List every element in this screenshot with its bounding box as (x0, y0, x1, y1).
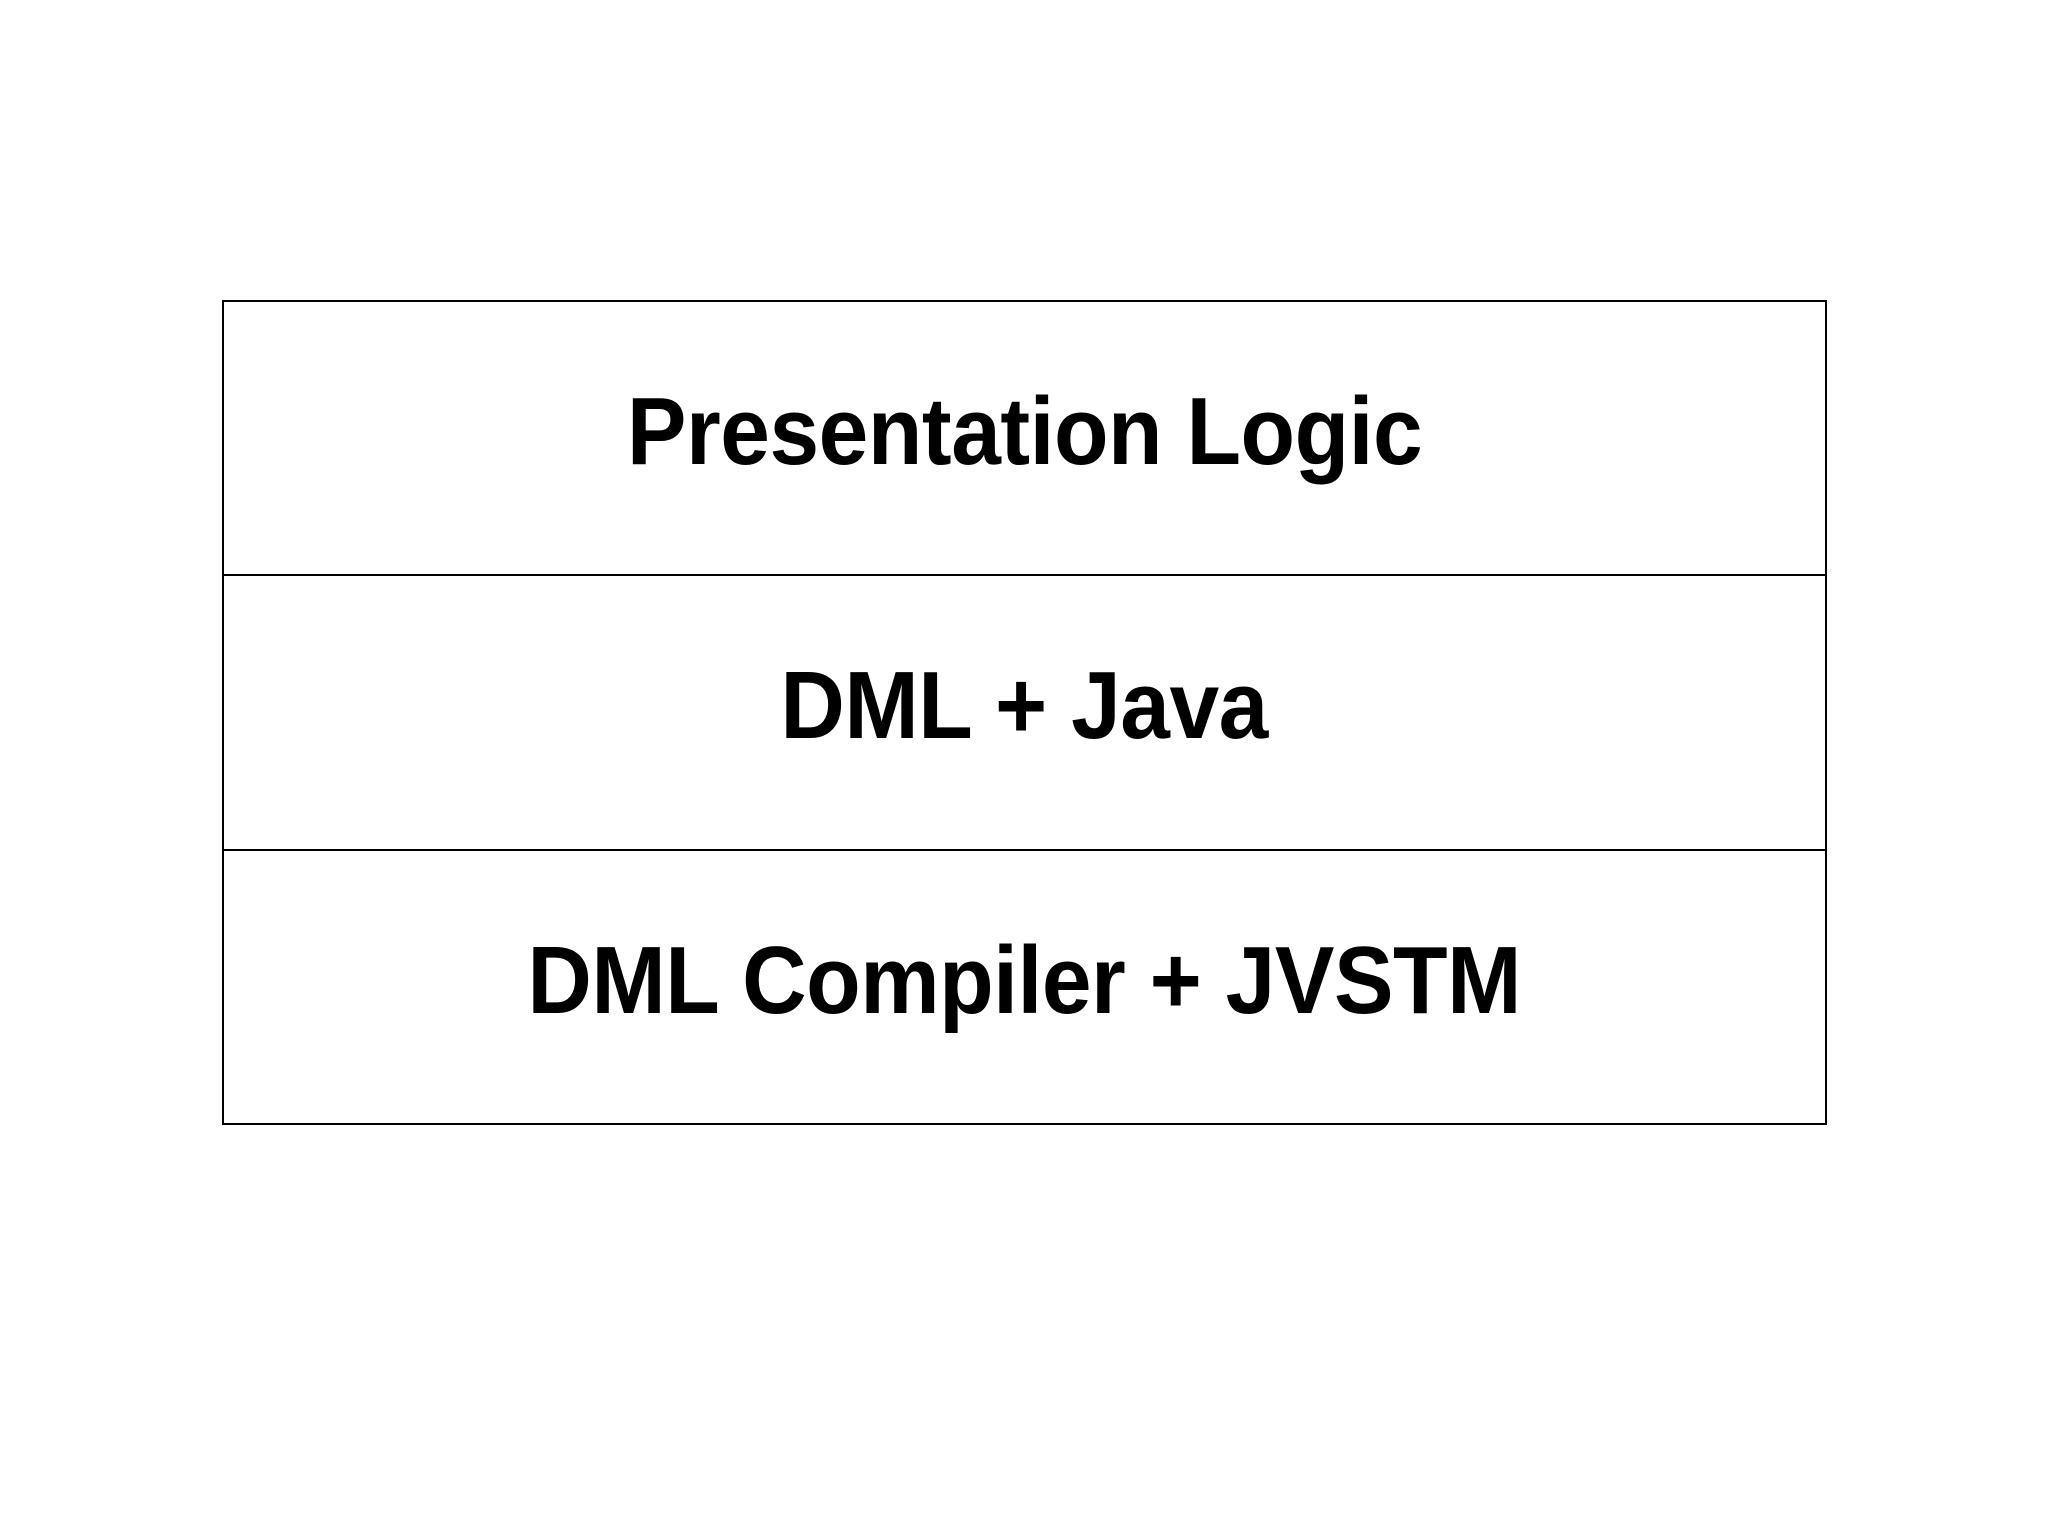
layer-label-dml-java: DML + Java (780, 652, 1269, 760)
layer-stack-diagram: Presentation Logic DML + Java DML Compil… (222, 300, 1827, 1125)
layer-row-presentation-logic: Presentation Logic (224, 302, 1825, 575)
layer-row-dml-java: DML + Java (224, 574, 1825, 849)
layer-row-dml-compiler-jvstm: DML Compiler + JVSTM (224, 848, 1825, 1123)
layer-label-dml-compiler-jvstm: DML Compiler + JVSTM (527, 926, 1522, 1034)
layer-label-presentation-logic: Presentation Logic (626, 378, 1423, 486)
